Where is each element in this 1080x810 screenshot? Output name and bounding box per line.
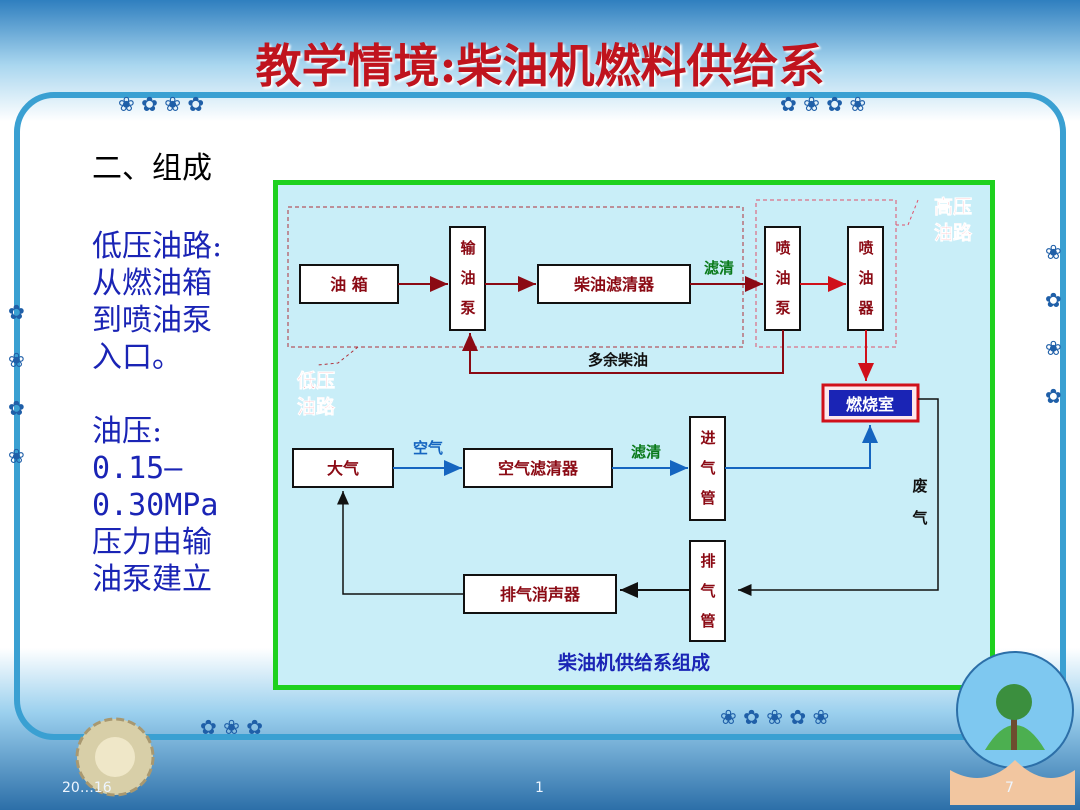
injector-box	[847, 226, 884, 331]
svg-text:燃烧室: 燃烧室	[846, 395, 894, 414]
muffler-box	[463, 574, 617, 614]
body-line: 油压:	[92, 414, 163, 449]
high-pressure-label: 高压	[934, 195, 972, 218]
svg-text:油: 油	[775, 269, 790, 287]
body-line: 入口。	[92, 340, 182, 375]
flower-icon: ❀ ✿ ❀ ✿	[118, 92, 205, 116]
body-line: 油泵建立	[92, 562, 212, 597]
low-pressure-region	[287, 206, 744, 348]
diesel-filter-box	[537, 264, 691, 304]
page-number: 7	[1005, 780, 1014, 796]
body-line: 低压油路:	[92, 229, 223, 264]
gear-logo-icon	[60, 712, 170, 802]
svg-text:喷: 喷	[858, 239, 873, 257]
body-line: 0.15—	[92, 451, 183, 486]
svg-text:进: 进	[700, 429, 715, 447]
body-line: 0.30MPa	[92, 488, 219, 523]
svg-text:喷: 喷	[775, 239, 790, 257]
air-label: 空气	[413, 439, 443, 457]
svg-text:大气: 大气	[327, 459, 359, 478]
svg-text:空气滤清器: 空气滤清器	[498, 459, 579, 478]
exhaust-gas-label: 废	[912, 477, 927, 495]
svg-text:管: 管	[700, 489, 715, 507]
svg-text:气: 气	[699, 582, 715, 600]
flower-icon: ✿ ❀ ✿	[200, 715, 263, 739]
body-line	[92, 376, 272, 413]
body-line: 从燃油箱	[92, 266, 212, 301]
air-filter-box	[463, 448, 613, 488]
fuel-tank-label: 油 箱	[330, 275, 368, 294]
body-line: 压力由输	[92, 525, 212, 560]
svg-text:柴油滤清器: 柴油滤清器	[573, 275, 655, 294]
slide-title: 教学情境:柴油机燃料供给系	[255, 39, 825, 93]
svg-text:排气消声器: 排气消声器	[500, 585, 581, 604]
section-heading: 二、组成	[92, 151, 212, 186]
footer-date: 20…16	[62, 780, 112, 796]
flower-icon: ✿ ❀ ✿ ❀	[780, 92, 867, 116]
feed-pump-box	[449, 226, 486, 331]
body-text: 低压油路: 从燃油箱 到喷油泵 入口。 油压: 0.15— 0.30MPa 压力…	[92, 228, 272, 598]
fuel-system-diagram: 油 箱 输 油 泵 柴油滤清器 滤清 喷 油 泵 喷 油 器 高压 油路 低压 …	[273, 180, 995, 690]
exhaust-pipe-box	[689, 540, 726, 642]
low-pressure-label: 低压	[296, 369, 335, 392]
high-pressure-region	[755, 199, 897, 348]
svg-text:气: 气	[911, 509, 927, 527]
excess-fuel-label: 多余柴油	[588, 351, 648, 369]
body-line: 到喷油泵	[92, 303, 212, 338]
diagram-svg: 油 箱 输 油 泵 柴油滤清器 滤清 喷 油 泵 喷 油 器 高压 油路 低压 …	[287, 195, 973, 674]
globe-in-hands-image	[945, 640, 1075, 805]
filtered-label: 滤清	[704, 259, 734, 277]
flower-icon: ✿❀✿❀	[8, 300, 25, 468]
svg-text:泵: 泵	[775, 299, 790, 317]
svg-text:油: 油	[858, 269, 873, 287]
filtered-label: 滤清	[631, 443, 661, 461]
svg-text:油路: 油路	[297, 395, 336, 418]
svg-text:泵: 泵	[460, 299, 475, 317]
svg-text:排: 排	[700, 552, 715, 570]
svg-text:油路: 油路	[934, 221, 973, 244]
svg-text:管: 管	[700, 612, 715, 630]
svg-text:器: 器	[857, 299, 874, 317]
flower-icon: ❀ ✿ ❀ ✿ ❀	[720, 705, 830, 729]
flower-icon: ❀✿❀✿	[1045, 240, 1062, 408]
svg-text:气: 气	[699, 459, 715, 477]
svg-text:输: 输	[460, 239, 476, 257]
decorative-vine-frame	[14, 92, 1066, 740]
diagram-caption: 柴油机供给系组成	[557, 651, 710, 674]
svg-text:油: 油	[460, 269, 475, 287]
footer-center-number: 1	[535, 780, 544, 796]
